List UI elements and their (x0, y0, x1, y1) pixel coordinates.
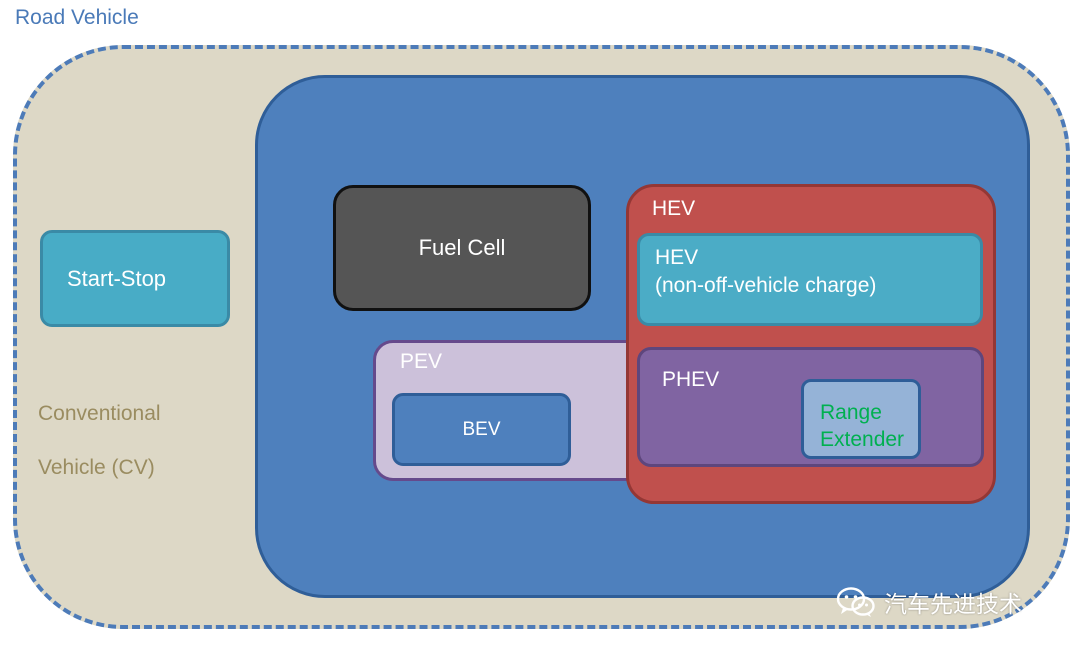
fuel-cell-label: Fuel Cell (418, 235, 506, 260)
bev-box: BEV (392, 393, 571, 466)
hev-label: HEV (652, 197, 696, 220)
range-extender-box: Range Extender (801, 379, 921, 459)
conventional-vehicle-label: Conventional Vehicle (CV) (38, 373, 238, 508)
start-stop-box: Start-Stop (40, 230, 230, 327)
hev-non-off-vehicle-charge-box: HEV (non-off-vehicle charge) (637, 233, 983, 326)
conventional-label-line1: Conventional (38, 402, 161, 425)
start-stop-label: Start-Stop (67, 265, 167, 291)
range-extender-line2: Extender (820, 428, 905, 451)
watermark: 汽车先进技术 (836, 586, 1022, 618)
watermark-text: 汽车先进技术 (884, 591, 1022, 617)
range-extender-line1: Range (820, 401, 882, 424)
fuel-cell-box: Fuel Cell (333, 185, 591, 311)
road-vehicle-title: Road Vehicle (15, 6, 139, 29)
phev-label: PHEV (662, 368, 720, 391)
pev-label: PEV (400, 350, 443, 373)
hev-non-off-line1: HEV (655, 246, 699, 269)
hev-non-off-line2: (non-off-vehicle charge) (655, 274, 877, 297)
bev-label: BEV (462, 418, 501, 440)
wechat-icon (836, 587, 875, 617)
conventional-label-line2: Vehicle (CV) (38, 456, 155, 479)
